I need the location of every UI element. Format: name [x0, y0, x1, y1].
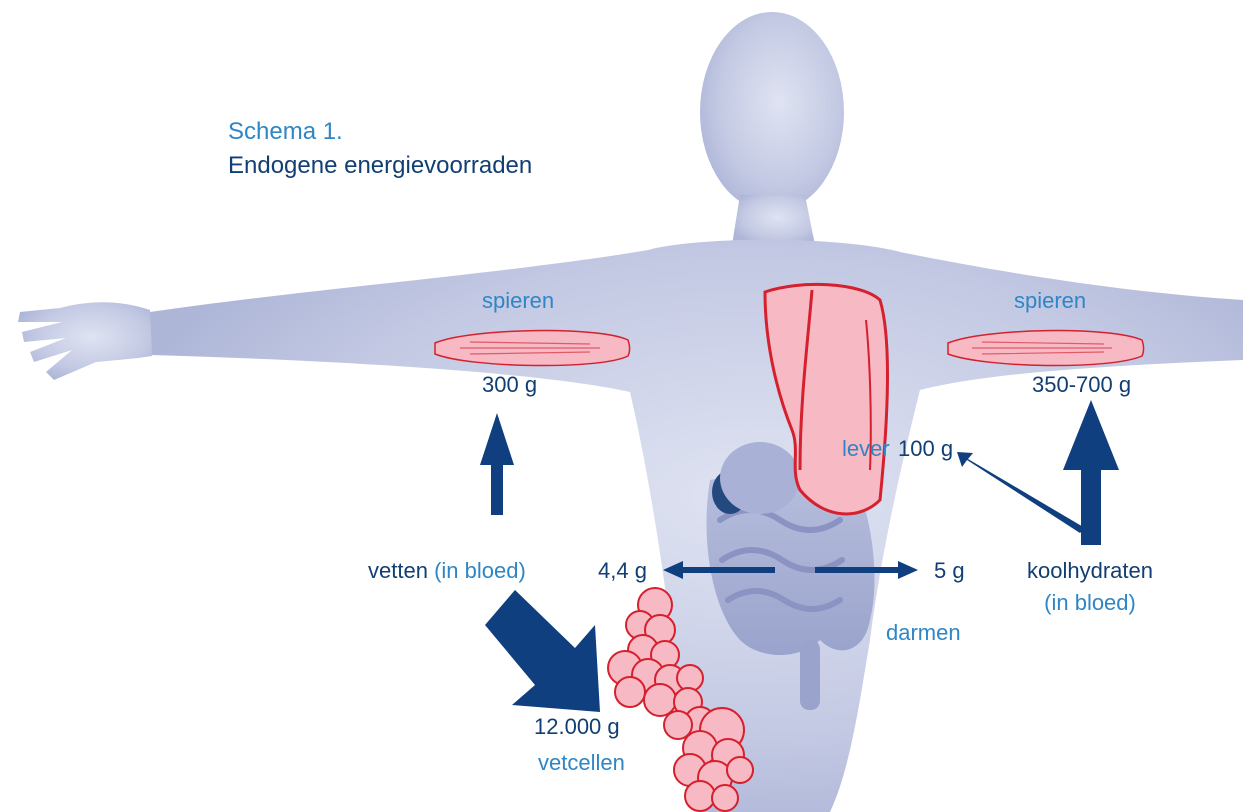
- label-koolhydraten-in-bloed: (in bloed): [1020, 592, 1160, 614]
- label-koolhydraten: koolhydraten: [1020, 560, 1160, 582]
- label-spieren-right: spieren: [1014, 290, 1086, 312]
- label-gut-right-amount: 5 g: [934, 560, 965, 582]
- figure-number: Schema 1.: [228, 118, 343, 146]
- label-vetten-in-bloed: (in bloed): [434, 558, 526, 583]
- label-lever-amount: 100 g: [898, 438, 953, 460]
- label-vetcellen: vetcellen: [538, 752, 625, 774]
- label-muscle-left-amount: 300 g: [482, 374, 537, 396]
- label-gut-left-amount: 4,4 g: [598, 560, 647, 582]
- label-muscle-right-amount: 350-700 g: [1032, 374, 1131, 396]
- label-vetten-group: vetten (in bloed): [368, 560, 526, 582]
- figure-title: Endogene energievoorraden: [228, 152, 532, 180]
- muscle-left: [435, 331, 630, 366]
- label-spieren-left: spieren: [482, 290, 554, 312]
- label-lever: lever: [842, 438, 890, 460]
- muscle-right: [948, 331, 1144, 366]
- arrow-up-left: [480, 413, 514, 515]
- label-vetten: vetten: [368, 558, 428, 583]
- arrow-diag-down: [485, 590, 600, 712]
- label-darmen: darmen: [886, 622, 961, 644]
- label-fat-amount: 12.000 g: [534, 716, 620, 738]
